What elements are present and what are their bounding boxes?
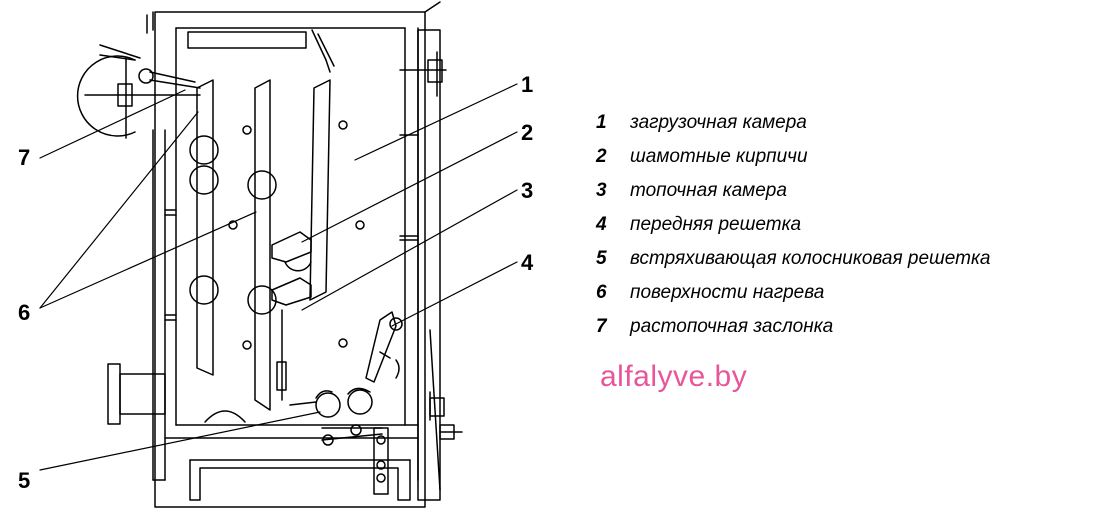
legend: 1 загрузочная камера 2 шамотные кирпичи 3 т… xyxy=(596,108,1096,346)
boiler-cross-section-diagram: 1 2 3 4 5 6 7 xyxy=(18,1,534,508)
legend-label: передняя решетка xyxy=(630,214,802,235)
legend-number: 2 xyxy=(596,146,607,167)
callout-5: 5 xyxy=(18,468,30,493)
heating-surfaces xyxy=(189,79,331,411)
watermark-text: alfalyve.by xyxy=(600,360,748,393)
boiler-casing xyxy=(146,1,441,508)
right-wall-fittings xyxy=(399,29,463,501)
legend-label: топочная камера xyxy=(630,180,787,201)
legend-item: 7 растопочная заслонка xyxy=(596,312,1096,346)
legend-number: 1 xyxy=(596,112,607,133)
legend-item: 5 встряхивающая колосниковая решетка xyxy=(596,244,1096,278)
legend-item: 4 передняя решетка xyxy=(596,210,1096,244)
legend-item: 2 шамотные кирпичи xyxy=(596,142,1096,176)
callout-6: 6 xyxy=(18,300,30,325)
legend-number: 3 xyxy=(596,180,607,201)
ash-pan xyxy=(189,410,411,501)
legend-label: поверхности нагрева xyxy=(630,282,825,303)
callout-7: 7 xyxy=(18,145,30,170)
legend-number: 4 xyxy=(596,214,607,235)
leader-lines xyxy=(39,83,518,471)
legend-number: 6 xyxy=(596,282,607,303)
legend-item: 3 топочная камера xyxy=(596,176,1096,210)
callout-1: 1 xyxy=(521,72,533,97)
callout-3: 3 xyxy=(521,178,533,203)
legend-label: загрузочная камера xyxy=(630,112,807,133)
legend-item: 1 загрузочная камера xyxy=(596,108,1096,142)
legend-label: растопочная заслонка xyxy=(630,316,834,337)
legend-label: встряхивающая колосниковая решетка xyxy=(630,248,991,269)
callout-4: 4 xyxy=(521,250,534,275)
legend-number: 7 xyxy=(596,316,607,337)
legend-number: 5 xyxy=(596,248,607,269)
chamotte-bricks xyxy=(271,231,312,306)
legend-item: 6 поверхности нагрева xyxy=(596,278,1096,312)
top-door xyxy=(187,31,307,49)
kindling-damper xyxy=(76,44,201,139)
callout-2: 2 xyxy=(521,120,533,145)
front-grate xyxy=(365,311,403,383)
flue-connector xyxy=(107,363,166,425)
shaking-grate xyxy=(289,387,389,495)
legend-label: шамотные кирпичи xyxy=(630,146,808,167)
